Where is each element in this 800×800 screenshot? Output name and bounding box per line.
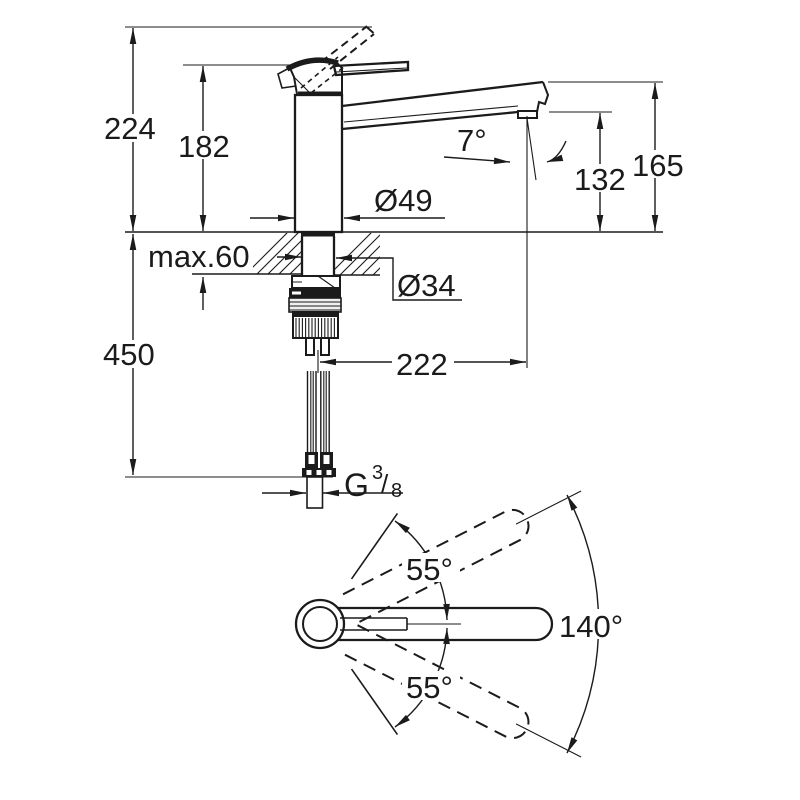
dim-swivel-total: 140° <box>559 609 623 644</box>
handle-raised-tip-cap <box>364 25 375 34</box>
dim-thread-denominator: 8 <box>391 480 402 502</box>
spout-plan-dashed-lower <box>342 624 582 758</box>
hose-connector-left-window <box>308 455 315 464</box>
spout-plan-solid <box>338 606 554 642</box>
threaded-shank <box>300 236 336 276</box>
spout-chamfer-line <box>343 105 519 123</box>
spout-end-face <box>536 81 550 113</box>
counter-hatch-left <box>253 233 302 274</box>
dim-swivel-lower: 55° <box>406 670 453 705</box>
hose-inner-walls <box>310 371 327 452</box>
thread-flange-slit-3 <box>326 470 332 475</box>
dim-hose-length: 450 <box>103 337 155 372</box>
supply-hoses <box>302 371 336 509</box>
dim-hole-diameter: Ø34 <box>397 268 456 303</box>
stud-right <box>320 337 330 356</box>
handle-raised-dashed-2 <box>329 33 375 70</box>
dim-total-height: 224 <box>104 111 156 146</box>
mounting-flange-detail <box>292 275 336 289</box>
countertop-section <box>192 233 380 276</box>
head-fold-line <box>293 76 311 94</box>
top-view-label-backgrounds <box>402 553 625 700</box>
top-view-labels: 55° 55° 140° <box>406 552 623 705</box>
mounting-nut-top <box>293 312 338 317</box>
side-view-labels: 224 182 165 132 7° Ø49 max.60 Ø34 450 22… <box>103 111 684 503</box>
dia34-leader <box>336 254 462 301</box>
dim-spout-reach: 222 <box>396 347 448 382</box>
under-counter-assembly <box>288 232 342 356</box>
top-view: 55° 55° 140° <box>294 490 625 758</box>
dim-outlet-angle: 7° <box>457 123 487 158</box>
extreme-line-lower <box>350 668 399 736</box>
head-left-edge <box>289 67 298 95</box>
dim-thread-prefix: G <box>344 467 369 503</box>
oring-band <box>289 288 341 298</box>
oring-highlight <box>292 291 301 295</box>
dim-spout-end-height: 165 <box>632 148 684 183</box>
handle-raised-dashed-1 <box>320 26 367 63</box>
pivot-inner-ring <box>302 606 338 642</box>
spout-bottom-edge <box>341 110 519 131</box>
mounting-nut-knurl <box>295 318 335 337</box>
spout-aerator <box>517 110 538 119</box>
angle7-leader <box>443 156 511 165</box>
head-ghost-line-2 <box>310 65 346 94</box>
pivot-outer-ring <box>294 598 346 650</box>
hose-outer-walls <box>306 371 330 452</box>
dim-body-diameter: Ø49 <box>374 183 433 218</box>
thread-pipe <box>306 476 324 509</box>
handle-lever <box>332 60 410 77</box>
side-view: 224 182 165 132 7° Ø49 max.60 Ø34 450 22… <box>100 25 686 509</box>
head-left-protrusion <box>277 66 297 89</box>
washer-lines <box>289 301 341 311</box>
spout-top-edge <box>341 80 544 108</box>
handle-cap <box>285 57 339 72</box>
head-ghost-line-1 <box>300 56 339 89</box>
dim-swivel-upper: 55° <box>406 552 453 587</box>
faucet-body-column <box>293 93 344 234</box>
outlet-stream-line <box>526 117 537 181</box>
label-backgrounds <box>100 114 686 377</box>
dim-thread-numerator: 3 <box>372 462 383 484</box>
reference-lines <box>125 26 663 478</box>
faucet-side-outline <box>277 25 550 234</box>
dim-thread-slash: / <box>381 469 389 499</box>
spout-plan-dashed-upper <box>342 490 582 624</box>
dim-max-deck-thickness: max.60 <box>148 239 250 274</box>
counter-hatch-right <box>335 233 380 275</box>
extreme-line-upper <box>350 512 399 580</box>
handle-lever-inner-line <box>335 67 408 73</box>
angle7-arc-arrow <box>546 140 567 163</box>
dim-outlet-height: 132 <box>574 162 626 197</box>
hose-connector-right-window <box>323 455 330 464</box>
thread-flange-slit-2 <box>316 470 322 475</box>
upper-centerline-extension <box>515 490 582 525</box>
dim-body-height: 182 <box>178 129 230 164</box>
spout-plan-inner-detail <box>340 617 408 631</box>
lower-centerline-extension <box>515 723 582 758</box>
stud-left <box>305 337 315 356</box>
thread-flange-slit-1 <box>306 470 312 475</box>
